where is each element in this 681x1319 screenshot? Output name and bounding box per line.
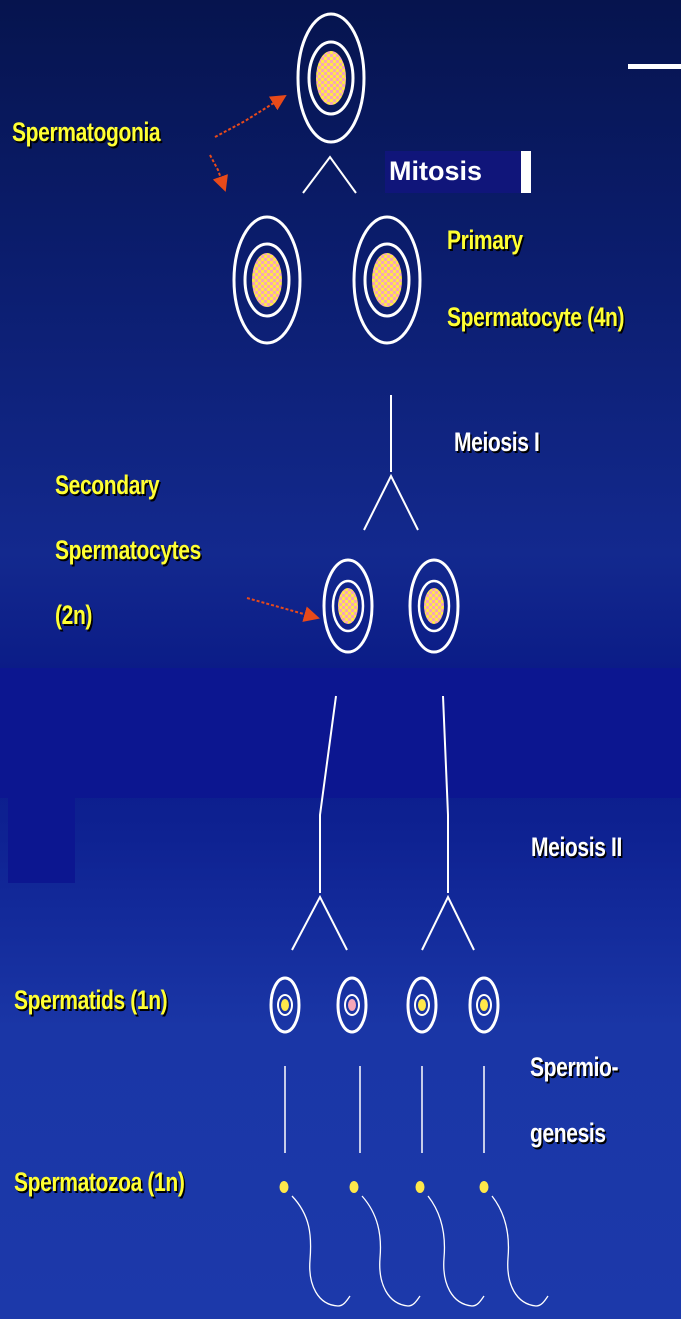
spermatogonia-arrows [210,96,285,190]
meiosis-2-branch [292,897,347,950]
spermatozoon [416,1181,485,1306]
secondary-label-line1: Secondary [55,470,159,501]
spermatozoon [280,1181,351,1306]
primary-spermatocyte-cell [234,217,300,343]
meiosis-2-label: Meiosis II [531,832,622,863]
spermiogenesis-label-line1: Spermio- [530,1052,618,1083]
meiosis-1-label: Meiosis I [454,427,539,458]
spermiogenesis-label-line2: genesis [530,1118,606,1149]
spermiogenesis-connectors [285,1066,484,1153]
spermatids-label: Spermatids (1n) [14,985,167,1016]
mitosis-label: Mitosis [389,156,482,187]
secondary-spermatocyte-cell [324,560,372,652]
secondary-label-line2: Spermatocytes [55,535,201,566]
spermatid-cell [271,978,299,1032]
primary-label-line2: Spermatocyte (4n) [447,302,624,333]
spermatogonium-cell [298,14,364,142]
secondary-spermatocyte-cell [410,560,458,652]
primary-label-line1: Primary [447,225,523,256]
spermatid-cell [470,978,498,1032]
meiosis-2-connectors [320,696,448,893]
spermatozoon [480,1181,549,1306]
spermatid-cell [408,978,436,1032]
spermatogonia-label: Spermatogonia [12,117,160,148]
spermatozoon [350,1181,421,1306]
mitosis-label-box: Mitosis [385,151,531,193]
secondary-arrow [247,598,318,618]
meiosis-2-branch [422,897,474,950]
mitosis-label-bg: Mitosis [385,151,521,193]
secondary-label-line3: (2n) [55,600,92,631]
primary-spermatocyte-cell [354,217,420,343]
spermatozoa-label: Spermatozoa (1n) [14,1167,184,1198]
spermatid-cell [338,978,366,1032]
mitosis-branch [303,157,356,193]
meiosis-1-branch [364,476,418,530]
